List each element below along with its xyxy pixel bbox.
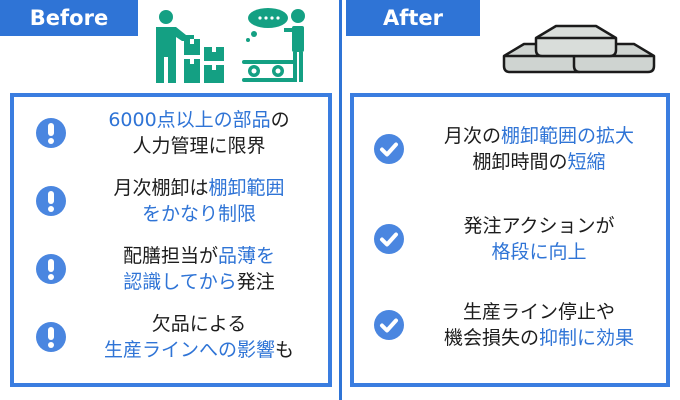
problem-item: 月次棚卸は棚卸範囲をかなり制限 (14, 169, 328, 233)
worker-with-boxes-icon (156, 10, 224, 83)
plain-text: 生産ライン停止や (462, 301, 615, 323)
highlight-text: 生産ラインへの影響 (103, 339, 275, 361)
highlight-text: 棚卸範囲 (208, 177, 285, 199)
after-label: After (346, 0, 480, 36)
item-text: 月次の棚卸範囲の拡大棚卸時間の短縮 (414, 123, 664, 175)
problem-item: 欠品による生産ラインへの影響も (14, 305, 328, 369)
result-item: 生産ライン停止や機会損失の抑制に効果 (354, 293, 666, 357)
exclamation-icon (36, 186, 66, 216)
problem-item: 配膳担当が品薄を認識してから発注 (14, 237, 328, 301)
item-text-line: 認識してから発注 (74, 269, 324, 295)
check-icon (374, 224, 404, 254)
item-text-line: 生産ライン停止や (414, 299, 664, 325)
plain-text: 人力管理に限界 (132, 135, 266, 157)
item-text: 月次棚卸は棚卸範囲をかなり制限 (74, 175, 324, 227)
after-panel: 月次の棚卸範囲の拡大棚卸時間の短縮発注アクションが格段に向上生産ライン停止や機会… (350, 93, 670, 387)
highlight-text: 棚卸範囲の拡大 (501, 125, 635, 147)
exclamation-icon (36, 322, 66, 352)
highlight-text: 品薄を (218, 245, 276, 267)
highlight-text: 認識してから (123, 271, 237, 293)
highlight-text: 格段に向上 (491, 241, 587, 263)
item-text-line: をかなり制限 (74, 201, 324, 227)
conveyor-thinking-icon (242, 8, 305, 82)
item-text-line: 生産ラインへの影響も (74, 337, 324, 363)
item-text: 生産ライン停止や機会損失の抑制に効果 (414, 299, 664, 351)
item-text-line: 機会損失の抑制に効果 (414, 325, 664, 351)
plain-text: 発注アクションが (463, 215, 615, 237)
exclamation-icon (36, 254, 66, 284)
plain-text: 機会損失の (443, 327, 539, 349)
before-panel: 6000点以上の部品の人力管理に限界月次棚卸は棚卸範囲をかなり制限配膳担当が品薄… (10, 93, 332, 387)
check-icon (374, 134, 404, 164)
item-text: 6000点以上の部品の人力管理に限界 (74, 107, 324, 159)
item-text-line: 欠品による (74, 311, 324, 337)
item-text-line: 格段に向上 (414, 239, 664, 265)
highlight-text: 短縮 (567, 151, 606, 173)
plain-text: 棚卸時間の (472, 151, 568, 173)
item-text: 発注アクションが格段に向上 (414, 213, 664, 265)
item-text-line: 発注アクションが (414, 213, 664, 239)
exclamation-icon (36, 118, 66, 148)
plain-text: 配膳担当が (122, 245, 218, 267)
highlight-text: 抑制に効果 (539, 327, 635, 349)
center-divider (339, 0, 342, 400)
plain-text: も (275, 339, 295, 361)
plain-text: 月次棚卸は (113, 177, 209, 199)
item-text-line: 配膳担当が品薄を (74, 243, 324, 269)
item-text: 欠品による生産ラインへの影響も (74, 311, 324, 363)
plain-text: の (270, 109, 290, 131)
result-item: 月次の棚卸範囲の拡大棚卸時間の短縮 (354, 117, 666, 181)
plain-text: 発注 (236, 271, 275, 293)
plain-text: 欠品による (151, 313, 247, 335)
highlight-text: をかなり制限 (141, 203, 256, 225)
item-text: 配膳担当が品薄を認識してから発注 (74, 243, 324, 295)
problem-item: 6000点以上の部品の人力管理に限界 (14, 101, 328, 165)
result-item: 発注アクションが格段に向上 (354, 207, 666, 271)
check-icon (374, 310, 404, 340)
stacked-trays-icon (502, 24, 656, 74)
item-text-line: 棚卸時間の短縮 (414, 149, 664, 175)
before-label: Before (0, 0, 138, 36)
plain-text: 月次の (443, 125, 501, 147)
item-text-line: 6000点以上の部品の (74, 107, 324, 133)
item-text-line: 月次の棚卸範囲の拡大 (414, 123, 664, 149)
item-text-line: 月次棚卸は棚卸範囲 (74, 175, 324, 201)
item-text-line: 人力管理に限界 (74, 133, 324, 159)
highlight-text: 6000点以上の部品 (108, 109, 271, 131)
